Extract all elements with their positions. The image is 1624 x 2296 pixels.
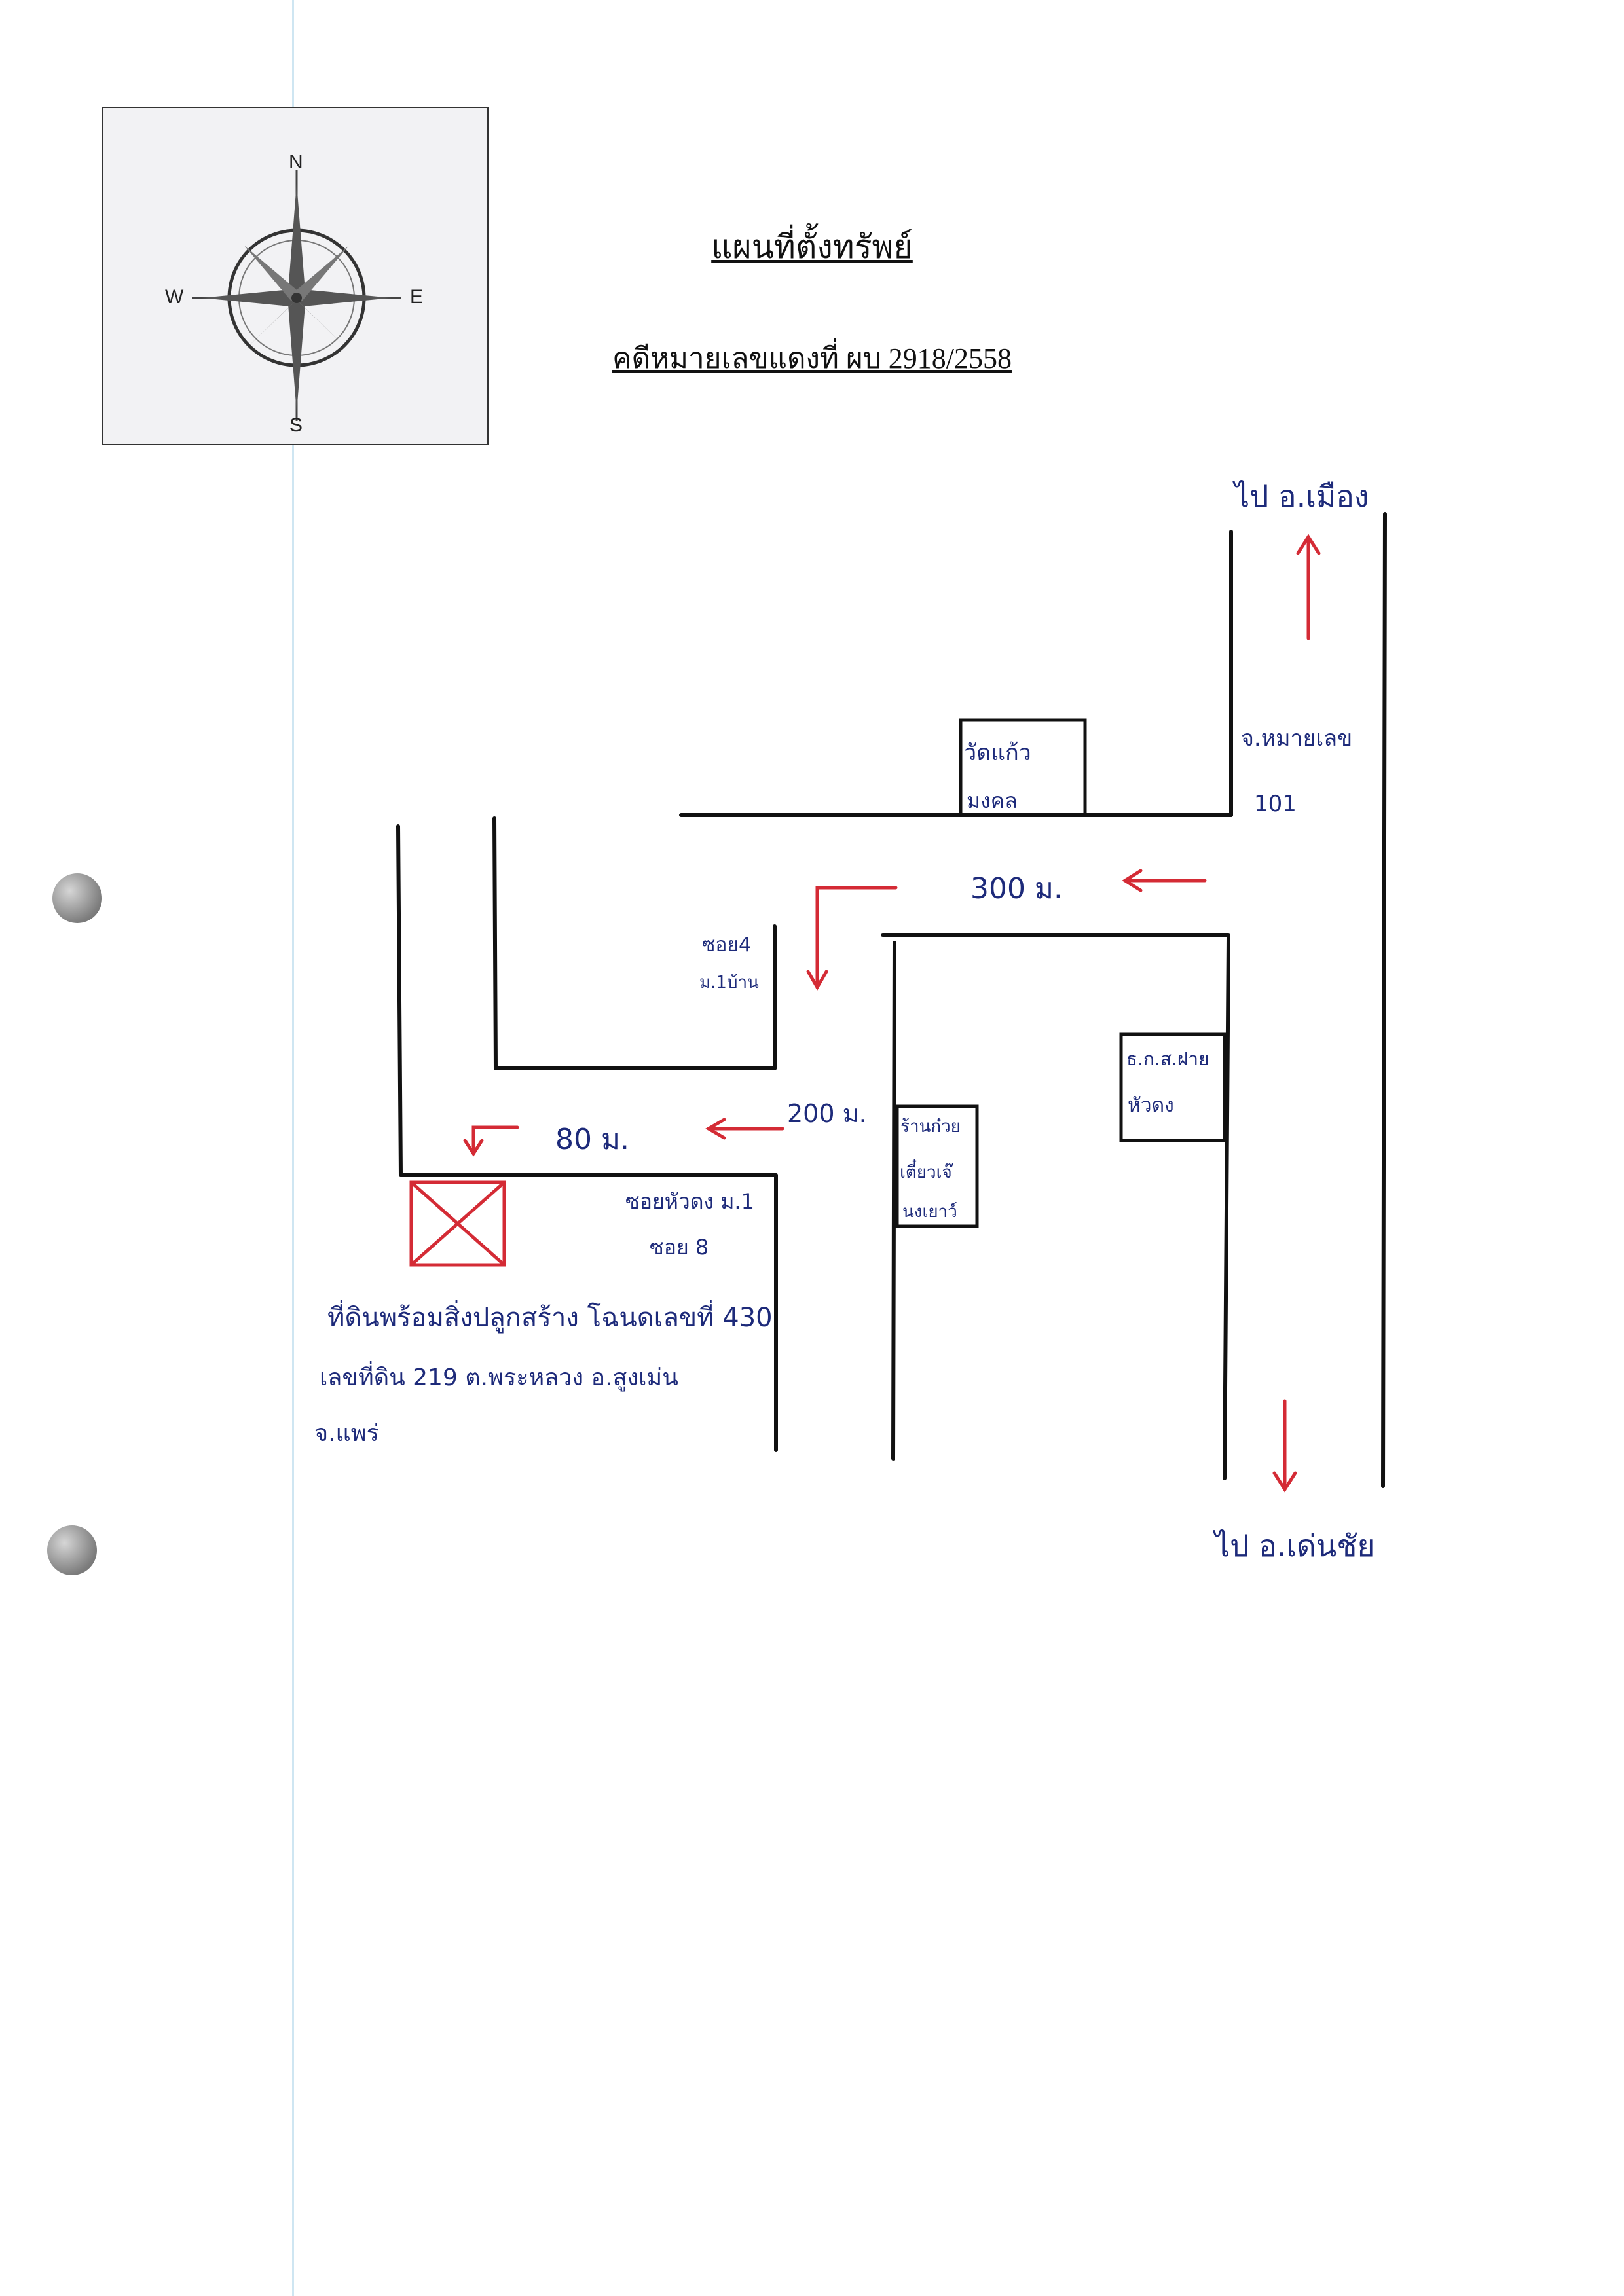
- plot-marker: [409, 1180, 506, 1267]
- label-highway-no: 101: [1254, 791, 1297, 817]
- label-shop-1: ร้านก๋วย: [900, 1117, 961, 1137]
- label-dist-80: 80 ม.: [555, 1123, 629, 1156]
- west-arrow-icon-300: [1122, 869, 1207, 892]
- compass-box: N S E W: [102, 107, 489, 445]
- case-number: คดีหมายเลขแดงที่ ผบ 2918/2558: [612, 342, 1012, 374]
- margin-line: [292, 0, 294, 2296]
- label-to-north: ไป อ.เมือง: [1234, 479, 1369, 514]
- label-temple-2: มงคล: [967, 788, 1018, 813]
- label-soi4-2: ม.1บ้าน: [699, 973, 759, 993]
- compass-n-label: N: [289, 151, 303, 173]
- page-title: แผนที่ตั้งทรัพย์: [711, 228, 913, 265]
- label-note-1: ที่ดินพร้อมสิ่งปลูกสร้าง โฉนดเลขที่ 430: [327, 1303, 773, 1333]
- label-bank-1: ธ.ก.ส.ฝาย: [1126, 1048, 1209, 1070]
- main-road-west-lower: [1223, 936, 1230, 1480]
- label-dist-200: 200 ม.: [787, 1099, 867, 1128]
- label-temple-1: วัดแก้ว: [964, 740, 1031, 766]
- label-shop-2: เตี๋ยวเจ๊: [900, 1163, 952, 1182]
- punch-hole-top: [52, 873, 102, 923]
- label-soi4-1: ซอย4: [702, 934, 752, 957]
- turn-arrow-icon-soi4: [806, 886, 898, 991]
- compass-w-label: W: [165, 286, 184, 308]
- label-highway: จ.หมายเลข: [1241, 725, 1353, 752]
- lower-road-west: [396, 824, 403, 1177]
- label-note-3: จ.แพร่: [314, 1420, 379, 1447]
- west-arrow-icon-200: [705, 1118, 784, 1140]
- label-bank-2: หัวดง: [1128, 1094, 1174, 1117]
- temple-box: [959, 718, 1087, 817]
- label-to-south: ไป อ.เด่นชัย: [1215, 1528, 1375, 1563]
- north-arrow-icon: [1296, 534, 1321, 640]
- compass-e-label: E: [410, 286, 424, 308]
- label-dist-300: 300 ม.: [970, 872, 1063, 905]
- label-soi-1: ซอยหัวดง ม.1: [625, 1189, 754, 1214]
- label-note-2: เลขที่ดิน 219 ต.พระหลวง อ.สูงเม่น: [320, 1364, 678, 1391]
- south-arrow-icon: [1272, 1399, 1297, 1493]
- compass-s-label: S: [289, 414, 303, 436]
- main-road-east: [1381, 512, 1387, 1488]
- turn-arrow-icon-plot: [463, 1125, 519, 1157]
- punch-hole-bottom: [47, 1525, 97, 1575]
- label-shop-3: นงเยาว์: [902, 1202, 957, 1222]
- bank-box: [1119, 1032, 1227, 1142]
- compass-rose-icon: [192, 170, 401, 421]
- shop-box: [895, 1104, 979, 1228]
- label-soi-2: ซอย 8: [650, 1235, 709, 1260]
- soi4-road-west: [492, 816, 498, 1070]
- branch-road-east-edge: [891, 941, 896, 1461]
